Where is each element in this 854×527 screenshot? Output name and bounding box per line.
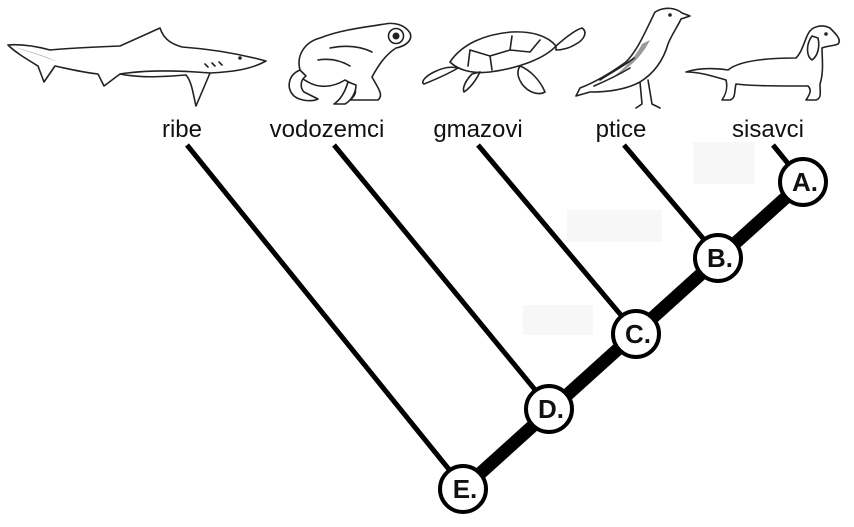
node-label-e: E.	[453, 474, 478, 504]
branch-vodozemci	[332, 143, 552, 410]
taxon-label-sisavci: sisavci	[732, 116, 804, 143]
taxon-label-gmazovi: gmazovi	[433, 116, 522, 143]
shark-icon	[7, 27, 267, 107]
branch-gmazovi	[476, 143, 638, 335]
node-c: C.	[611, 309, 661, 359]
node-a: A.	[778, 157, 828, 207]
taxon-label-ptice: ptice	[596, 116, 647, 143]
node-e: E.	[438, 464, 488, 514]
branches	[185, 143, 808, 493]
branch-ribe	[185, 143, 466, 490]
background-patch	[567, 210, 662, 242]
node-label-b: B.	[707, 243, 733, 273]
node-label-c: C.	[625, 319, 651, 349]
dachshund-icon	[685, 25, 841, 101]
node-label-a: A.	[792, 167, 818, 197]
turtle-icon	[421, 27, 586, 95]
background-patch	[693, 142, 755, 184]
crow-icon	[575, 7, 691, 109]
background-patch	[523, 305, 593, 335]
node-d: D.	[524, 384, 574, 434]
taxon-label-vodozemci: vodozemci	[270, 116, 385, 143]
taxon-label-ribe: ribe	[162, 116, 202, 143]
frog-icon	[288, 22, 412, 105]
node-label-d: D.	[538, 394, 564, 424]
branch-ptice	[622, 143, 720, 258]
node-b: B.	[693, 233, 743, 283]
